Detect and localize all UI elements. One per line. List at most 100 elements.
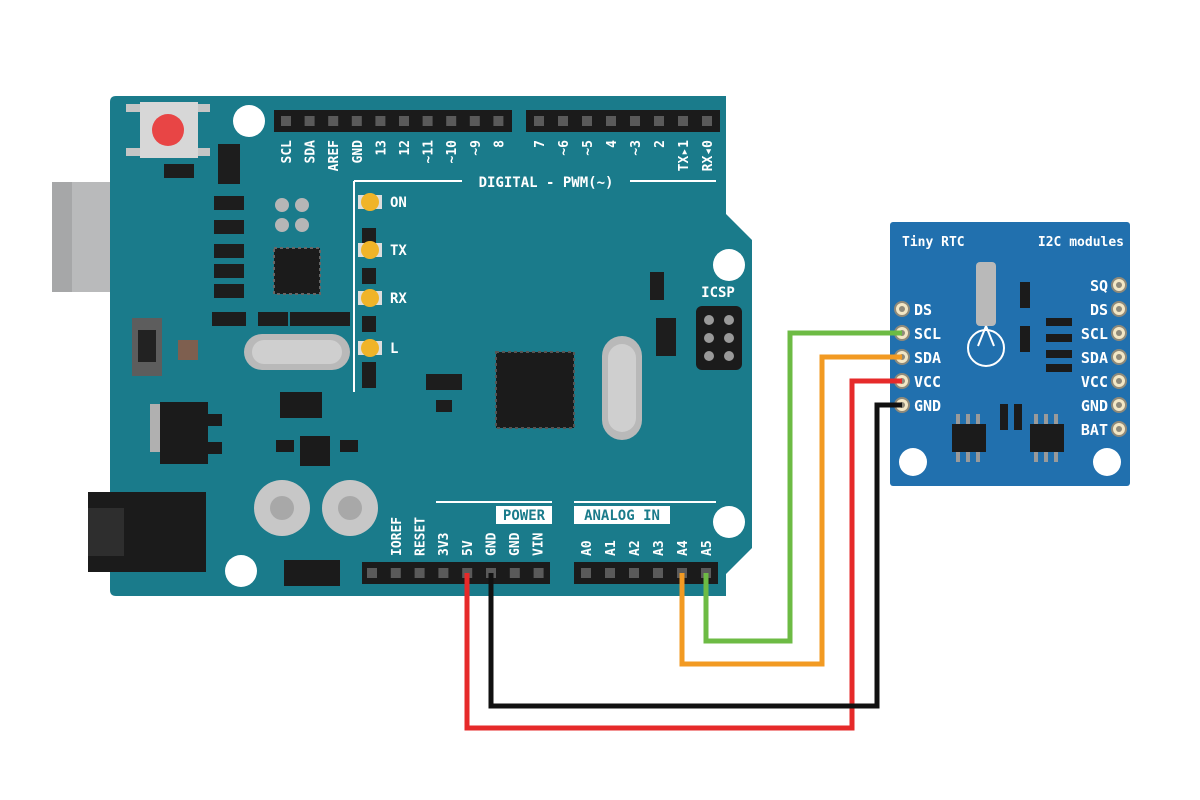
rtc-pin-hole — [1116, 378, 1122, 384]
header-pin-hole[interactable] — [469, 116, 480, 126]
analog-pin-label: A1 — [604, 540, 619, 556]
power-label: POWER — [503, 508, 546, 524]
icsp-label: ICSP — [701, 285, 735, 301]
header-pin-hole[interactable] — [678, 116, 688, 126]
header-pin-hole[interactable] — [509, 568, 520, 578]
header-pin-hole[interactable] — [582, 116, 592, 126]
rtc-pin-hole — [1116, 306, 1122, 312]
rtc-pin-hole — [1116, 402, 1122, 408]
digital-header-right[interactable] — [526, 110, 720, 132]
analog-in-label: ANALOG IN — [584, 508, 660, 524]
digital-pin-label: ~10 — [445, 140, 460, 164]
led-label: RX — [390, 291, 407, 307]
usb-connector-edge — [52, 182, 72, 292]
rtc-pin-label: GND — [914, 397, 941, 415]
header-pin-hole[interactable] — [654, 116, 664, 126]
digital-pin-label: 12 — [398, 140, 413, 156]
digital-pin-label: TX▸1 — [677, 140, 692, 171]
header-pin-hole[interactable] — [605, 568, 615, 578]
header-pin-hole[interactable] — [581, 568, 591, 578]
header-pin-hole[interactable] — [630, 116, 640, 126]
digital-pin-label: 4 — [605, 140, 620, 148]
led-label: L — [390, 341, 398, 357]
rtc-pin-label: DS — [914, 301, 932, 319]
digital-pin-label: ~3 — [629, 140, 644, 156]
analog-pin-label: A0 — [580, 540, 595, 556]
mounting-hole — [233, 105, 265, 137]
header-pin-hole[interactable] — [558, 116, 568, 126]
led-on — [361, 193, 379, 211]
analog-label-bg — [574, 506, 670, 524]
wire-a5-to-scl — [703, 330, 902, 644]
rtc-pin-hole — [1116, 354, 1122, 360]
power-pin-label: GND — [508, 532, 523, 556]
header-pin-hole[interactable] — [533, 568, 544, 578]
header-pin-hole[interactable] — [606, 116, 616, 126]
header-pin-hole[interactable] — [493, 116, 504, 126]
digital-pin-label: SDA — [304, 140, 319, 164]
header-pin-hole[interactable] — [390, 568, 401, 578]
header-pin-hole[interactable] — [399, 116, 409, 126]
led-label: ON — [390, 195, 407, 211]
digital-pin-label: 2 — [653, 140, 668, 148]
header-pin-hole[interactable] — [446, 116, 457, 126]
rtc-pin-label: VCC — [914, 373, 941, 391]
rtc-components — [952, 282, 1072, 462]
rtc-pin-hole — [1116, 426, 1122, 432]
analog-pin-label: A3 — [652, 540, 667, 556]
wires — [464, 330, 902, 731]
mounting-hole — [713, 506, 745, 538]
header-pin-hole[interactable] — [367, 568, 377, 578]
power-label-bg — [496, 506, 552, 524]
rtc-pin-label: SQ — [1090, 277, 1108, 295]
header-pin-hole[interactable] — [438, 568, 449, 578]
header-pin-hole[interactable] — [422, 116, 433, 126]
analog-header[interactable] — [574, 562, 718, 584]
arduino-pcb — [110, 96, 752, 596]
header-pin-hole[interactable] — [629, 568, 639, 578]
header-pin-hole[interactable] — [653, 568, 663, 578]
reset-button[interactable] — [126, 102, 210, 158]
analog-pin-label: A4 — [676, 540, 691, 556]
digital-pwm-label: DIGITAL - PWM(~) — [479, 175, 614, 191]
tiny-rtc-module: Tiny RTC I2C modules DS SCL — [890, 222, 1130, 486]
header-pin-hole[interactable] — [304, 116, 315, 126]
rtc-title: Tiny RTC — [902, 235, 965, 250]
header-pin-hole[interactable] — [328, 116, 339, 126]
wire-5v-to-vcc — [464, 378, 902, 731]
digital-pin-label: ~11 — [422, 140, 437, 164]
rtc-pin-label: BAT — [1081, 421, 1108, 439]
led-label: TX — [390, 243, 407, 259]
digital-pin-label: SCL — [280, 140, 295, 164]
header-pin-hole[interactable] — [702, 116, 712, 126]
header-pin-hole[interactable] — [351, 116, 362, 126]
rtc-pcb — [890, 222, 1130, 486]
power-pin-label: 3V3 — [437, 533, 452, 556]
header-pin-hole[interactable] — [375, 116, 386, 126]
power-header[interactable] — [362, 562, 550, 584]
rtc-pin-label: GND — [1081, 397, 1108, 415]
digital-header-left[interactable] — [274, 110, 512, 132]
header-pin-hole[interactable] — [414, 568, 425, 578]
rtc-pin-label: SDA — [1081, 349, 1108, 367]
icsp-header[interactable] — [696, 306, 742, 370]
rtc-subtitle: I2C modules — [1038, 235, 1124, 250]
analog-pin-label: A5 — [700, 540, 715, 556]
mounting-hole — [225, 555, 257, 587]
header-pin-hole[interactable] — [281, 116, 291, 126]
led-rx — [361, 289, 379, 307]
board-components — [132, 144, 676, 586]
power-pin-label: 5V — [461, 540, 476, 556]
header-pin-hole[interactable] — [534, 116, 544, 126]
digital-pin-label: ~6 — [557, 140, 572, 156]
led-l — [361, 339, 379, 357]
power-pin-label: VIN — [532, 532, 547, 556]
rtc-pin-label: SCL — [914, 325, 941, 343]
